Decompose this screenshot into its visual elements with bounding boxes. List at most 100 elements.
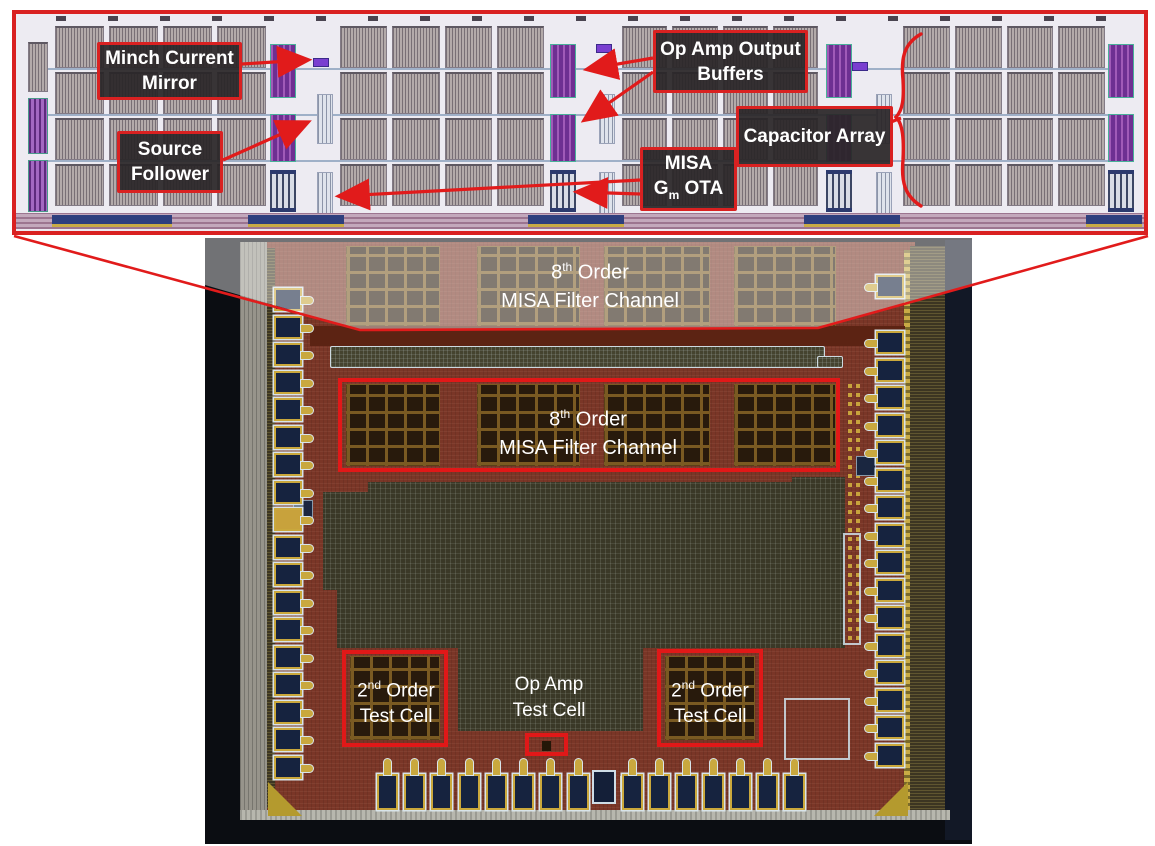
capacitor-block (444, 26, 492, 68)
bond-pad (274, 425, 313, 449)
capacitor-cluster (665, 656, 755, 740)
top-tick (212, 16, 222, 21)
capacitor-block (217, 118, 266, 160)
metal-bus-bar-tail (817, 356, 843, 368)
bond-pad (512, 759, 534, 810)
capacitor-block (340, 118, 388, 160)
capacitor-cluster (734, 384, 836, 466)
capacitor-block (55, 118, 104, 160)
capacitor-block (392, 118, 440, 160)
bond-pad (274, 343, 313, 366)
output-buffer-block (270, 114, 296, 162)
label-line: 2nd Order (357, 678, 435, 702)
bond-pad (865, 633, 904, 657)
label-channel-boxed: 8th Order MISA Filter Channel (428, 400, 748, 462)
capacitor-block (496, 164, 544, 206)
label-opamp-test-cell: Op Amp Test Cell (469, 672, 629, 724)
label-line: 8th Order (549, 407, 627, 431)
label-line: Minch Current (105, 48, 234, 69)
rail-connector (52, 215, 172, 227)
highlight-box-test-cell-right (657, 649, 763, 747)
bond-pad (458, 759, 480, 810)
capacitor-block (1006, 118, 1054, 160)
capacitor-block (1058, 164, 1105, 206)
capacitor-block (444, 164, 492, 206)
label-line: Op Amp Output (660, 38, 801, 60)
label-line: 8th Order (551, 260, 629, 284)
outlined-cell (784, 698, 850, 760)
label-line: Test Cell (359, 706, 433, 728)
bond-pad (865, 496, 904, 519)
bond-pad (865, 386, 904, 409)
top-tick (628, 16, 638, 21)
metal-bus-bar (330, 346, 825, 368)
label-channel-top: 8th Order MISA Filter Channel (430, 253, 750, 315)
bond-pad (274, 618, 313, 641)
label-line: Gm OTA (653, 177, 724, 202)
top-tick (420, 16, 430, 21)
bond-pad (274, 700, 313, 724)
capacitor-block (340, 72, 388, 114)
bond-pad (274, 563, 313, 586)
capacitor-block (1006, 72, 1054, 114)
ota-column (826, 170, 852, 212)
label-line: Test Cell (673, 706, 747, 728)
bond-pad (621, 759, 643, 810)
top-tick (732, 16, 742, 21)
capacitor-block (496, 118, 544, 160)
striped-column (599, 94, 615, 144)
capacitor-block (392, 26, 440, 68)
bond-pad (865, 743, 904, 767)
top-tick (56, 16, 66, 21)
bond-pad (865, 551, 904, 574)
capacitor-block (903, 118, 950, 160)
label-line: Follower (130, 164, 210, 185)
top-tick (1096, 16, 1106, 21)
top-tick (108, 16, 118, 21)
bond-pad (274, 453, 313, 476)
capacitor-block (55, 72, 104, 114)
bond-pad (675, 759, 697, 810)
bond-pad (539, 759, 561, 810)
layout-zoom-inset: Minch Current Mirror Source Follower Op … (12, 10, 1148, 235)
edge-strip-left (267, 248, 275, 808)
capacitor-cluster (604, 384, 710, 466)
rail-connector (248, 215, 344, 227)
seal-ring-bottom (240, 810, 950, 820)
capacitor-block (444, 72, 492, 114)
label-line: MISA Filter Channel (501, 289, 679, 312)
rail-connector (804, 215, 900, 227)
label-line: 2nd Order (671, 678, 749, 702)
capacitor-block (772, 164, 818, 206)
capacitor-block (903, 72, 950, 114)
striped-column (599, 172, 615, 214)
label-line: Test Cell (512, 700, 586, 721)
ota-column (550, 170, 576, 212)
label-line: Mirror (142, 73, 197, 94)
top-tick (264, 16, 274, 21)
striped-column (876, 172, 892, 214)
highlight-box-filter-channel (338, 378, 840, 472)
ota-column (270, 170, 296, 212)
bond-pad (430, 759, 452, 810)
capacitor-block (1058, 72, 1105, 114)
output-buffer-block (1108, 114, 1134, 162)
striped-column (317, 94, 333, 144)
capacitor-block (217, 164, 266, 206)
outlined-cell (843, 533, 861, 645)
bond-pad (756, 759, 778, 810)
bond-pad (865, 413, 904, 437)
capacitor-block (28, 42, 48, 92)
opamp-test-cell (542, 741, 551, 751)
label-test-cell-right: 2nd Order Test Cell (630, 672, 790, 730)
edge-gold-line (904, 250, 910, 810)
bond-pad (274, 480, 313, 504)
bond-pad (865, 441, 904, 464)
capacitor-block (954, 164, 1002, 206)
seal-ring-right (945, 240, 972, 840)
current-mirror-target (596, 44, 612, 53)
capacitor-block (340, 164, 388, 206)
capacitor-block (1006, 26, 1054, 68)
top-tick (680, 16, 690, 21)
output-buffer-block (826, 44, 852, 98)
